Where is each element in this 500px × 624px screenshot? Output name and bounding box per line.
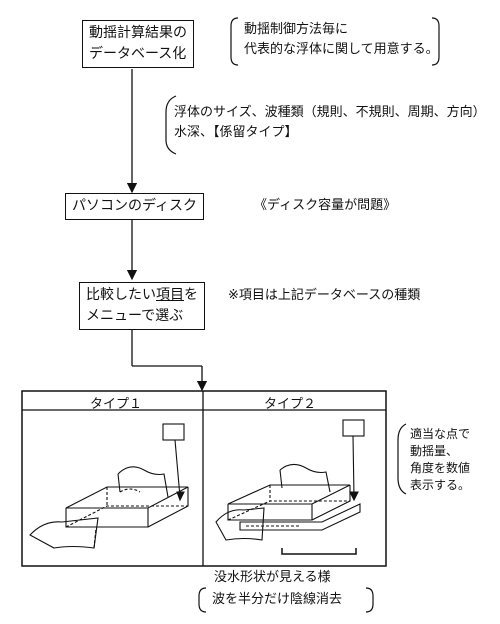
bracket-note1 xyxy=(230,17,239,66)
panel-header-type1: タイプ１ xyxy=(90,397,143,412)
bracket-bottom-l xyxy=(198,587,207,613)
bracket-note1-r xyxy=(431,17,440,66)
note-parameters-line2: 水深、【係留タイプ】 xyxy=(174,125,298,140)
panel-header-type2: タイプ２ xyxy=(264,397,317,412)
type1-drawing xyxy=(29,423,189,549)
note-disk-capacity-text: 《ディスク容量が問題》 xyxy=(254,198,397,213)
box-disk-label: パソコンのディスク xyxy=(72,198,198,214)
box-menu-select-line2: メニューで選ぶ xyxy=(86,308,184,324)
note-control-methods-line2: 代表的な浮体に関して用意する。 xyxy=(244,42,439,57)
note-numeric-display-line2: 動揺量、 xyxy=(410,444,459,458)
note-items-text: ※項目は上記データベースの種類 xyxy=(228,288,421,303)
note-numeric-display-line4: 表示する。 xyxy=(410,478,471,492)
box-menu-select-line1: 比較したい項目を xyxy=(86,287,198,303)
box-database-line2: データベース化 xyxy=(89,46,187,62)
note-hidden-line: 波を半分だけ陰線消去 xyxy=(212,592,343,607)
note-numeric-display-line3: 角度を数値 xyxy=(410,461,471,475)
dimension-bar xyxy=(281,548,357,555)
note-numeric-display-line1: 適当な点で xyxy=(410,427,471,441)
note-parameters: 浮体のサイズ、波種類（規則、不規則、周期、方向） 水深、【係留タイプ】 xyxy=(174,103,486,143)
type2-drawing xyxy=(215,419,365,541)
note-disk-capacity: 《ディスク容量が問題》 xyxy=(254,196,396,216)
bracket-side xyxy=(397,423,407,495)
box-menu-select: 比較したい項目を メニューで選ぶ xyxy=(79,282,205,330)
note-control-methods: 動揺制御方法毎に 代表的な浮体に関して用意する。 xyxy=(244,20,439,60)
box-database-line1: 動揺計算結果の xyxy=(89,25,187,41)
box-database: 動揺計算結果の データベース化 xyxy=(82,20,194,68)
note-control-methods-line1: 動揺制御方法毎に xyxy=(244,22,349,37)
panel-frame xyxy=(21,390,387,567)
box-disk: パソコンのディスク xyxy=(65,193,205,220)
note-numeric-display: 適当な点で 動揺量、 角度を数値 表示する。 xyxy=(410,426,470,494)
note-parameters-line1: 浮体のサイズ、波種類（規則、不規則、周期、方向） xyxy=(174,105,486,120)
bracket-note2 xyxy=(165,95,177,155)
note-submerged-shape: 没水形状が見える様 xyxy=(214,570,331,585)
bracket-bottom-r xyxy=(365,587,374,613)
note-items: ※項目は上記データベースの種類 xyxy=(228,286,420,306)
